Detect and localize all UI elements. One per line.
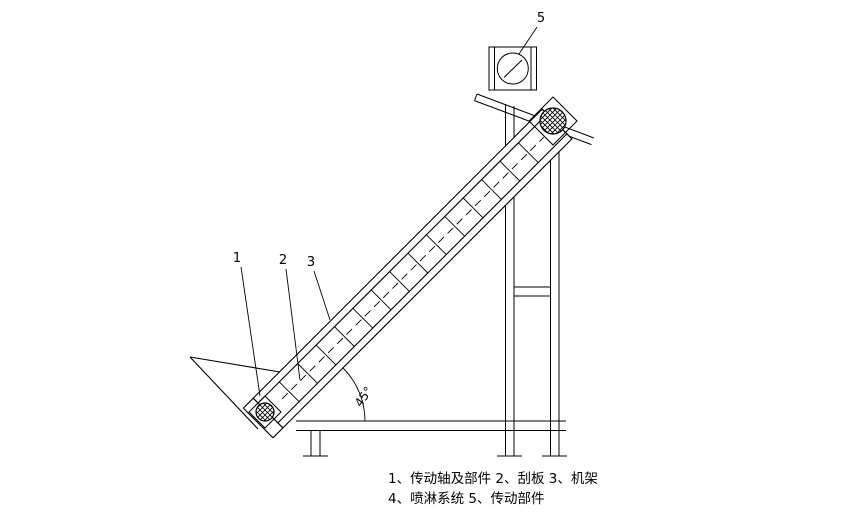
tail-end-cap [243,398,253,408]
drive-mount-plate-edge [475,94,478,101]
drive-motor-unit [489,47,537,90]
conveyor-trough [243,109,572,438]
head-bearing-housing [529,97,577,145]
leader-line-1 [241,267,260,396]
legend-line-1: 1、传动轴及部件 2、刮板 3、机架 [388,471,598,487]
scraper [408,253,428,273]
tail-end-cap [273,428,283,438]
leader-line-5 [519,27,537,54]
scraper [518,143,538,163]
legend-line-2: 4、喷淋系统 5、传动部件 [388,491,544,507]
scraper [482,180,502,200]
hopper-bottom-edge [190,357,258,429]
scraper [371,290,391,310]
scraper [426,235,446,255]
scraper [390,272,410,292]
scraper-flights [279,143,538,402]
scraper [298,364,318,384]
tail-sprocket [256,403,274,421]
callout-1: 1 [233,251,241,266]
head-bearing-assembly [529,97,577,145]
feed-hopper [190,357,280,429]
scraper [316,345,336,365]
legend: 1、传动轴及部件 2、刮板 3、机架 4、喷淋系统 5、传动部件 [388,471,598,507]
motor-pulley-key [504,60,522,78]
callout-5: 5 [537,11,545,26]
hopper-top-edge [190,357,280,372]
head-sprocket [540,108,566,134]
callout-2: 2 [279,253,287,268]
scraper [353,308,373,328]
angle-arc [343,368,365,421]
scraper [463,198,483,218]
trough-inner-wall [278,134,567,423]
callouts: 1 2 3 5 [233,11,545,396]
trough-inner-wall [258,114,547,403]
leader-line-3 [314,271,330,320]
angle-label: 45° [352,384,376,409]
tail-end-cap [243,408,273,438]
scraper [500,161,520,181]
scraper [445,216,465,236]
callout-3: 3 [307,255,315,270]
angle-annotation: 45° [343,368,376,421]
tail-shaft-assembly [249,396,281,428]
scraper [335,327,355,347]
leader-line-2 [286,269,300,380]
scraper [279,382,299,402]
chain-centerline [282,137,544,399]
tail-bearing-housing [249,396,281,428]
